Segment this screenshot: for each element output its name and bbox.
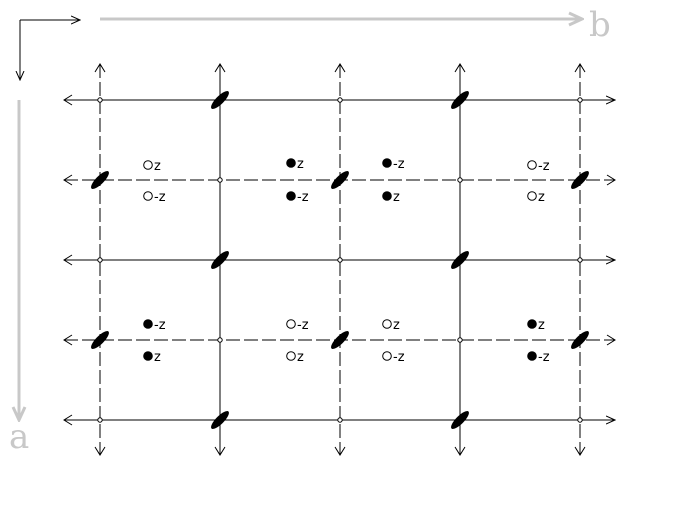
b-axis: b xyxy=(100,5,611,45)
atom-position: z xyxy=(382,190,400,205)
inversion-centre xyxy=(457,177,463,183)
atom-position: -z xyxy=(143,318,166,333)
open-circle-icon xyxy=(143,160,153,170)
height-label: -z xyxy=(393,350,405,365)
atom-position: z xyxy=(286,157,304,172)
inversion-centre xyxy=(97,417,103,423)
filled-circle-icon xyxy=(527,319,537,329)
atom-position: z xyxy=(143,350,161,365)
atom-position: z xyxy=(527,190,545,205)
height-label: z xyxy=(154,350,161,365)
origin-marker xyxy=(20,20,80,80)
filled-circle-icon xyxy=(286,158,296,168)
screw-axis-symbol xyxy=(91,171,109,189)
atom-position: -z xyxy=(143,190,166,205)
height-label: -z xyxy=(154,318,166,333)
filled-circle-icon xyxy=(382,158,392,168)
inversion-centre xyxy=(577,97,583,103)
symmetry-elements xyxy=(91,91,589,429)
screw-axis-symbol xyxy=(91,331,109,349)
atom-position: z xyxy=(382,318,400,333)
screw-axis-symbol xyxy=(451,91,469,109)
atom-position: -z xyxy=(527,350,550,365)
atom-position: -z xyxy=(286,318,309,333)
b-axis-label: b xyxy=(589,5,611,45)
a-axis-label: a xyxy=(9,417,29,457)
filled-circle-icon xyxy=(286,191,296,201)
inversion-centre xyxy=(577,417,583,423)
filled-circle-icon xyxy=(382,191,392,201)
height-label: z xyxy=(154,159,161,174)
screw-axis-symbol xyxy=(571,171,589,189)
height-label: z xyxy=(297,350,304,365)
screw-axis-symbol xyxy=(331,171,349,189)
height-label: -z xyxy=(297,190,309,205)
inversion-centre xyxy=(337,257,343,263)
atom-position: z xyxy=(143,159,161,174)
open-circle-icon xyxy=(286,351,296,361)
atom-position: -z xyxy=(527,159,550,174)
height-label: -z xyxy=(297,318,309,333)
a-axis: a xyxy=(9,100,29,457)
height-label: z xyxy=(297,157,304,172)
screw-axis-symbol xyxy=(451,411,469,429)
inversion-centre xyxy=(217,337,223,343)
open-circle-icon xyxy=(143,191,153,201)
filled-circle-icon xyxy=(143,319,153,329)
inversion-centre xyxy=(457,337,463,343)
inversion-centre xyxy=(337,97,343,103)
height-label: z xyxy=(393,318,400,333)
height-label: -z xyxy=(393,157,405,172)
screw-axis-symbol xyxy=(211,91,229,109)
inversion-centre xyxy=(217,177,223,183)
atom-position: -z xyxy=(382,350,405,365)
inversion-centre xyxy=(97,257,103,263)
height-label: -z xyxy=(154,190,166,205)
height-label: -z xyxy=(538,350,550,365)
inversion-centre xyxy=(97,97,103,103)
height-label: z xyxy=(393,190,400,205)
filled-circle-icon xyxy=(143,351,153,361)
atom-position: z xyxy=(286,350,304,365)
screw-axis-symbol xyxy=(331,331,349,349)
open-circle-icon xyxy=(382,351,392,361)
atom-positions: z -z z -z -z z -z z -z z -z z z -z z -z xyxy=(143,157,550,365)
atom-position: -z xyxy=(382,157,405,172)
open-circle-icon xyxy=(286,319,296,329)
height-label: -z xyxy=(538,159,550,174)
inversion-centre xyxy=(337,417,343,423)
screw-axis-symbol xyxy=(571,331,589,349)
open-circle-icon xyxy=(527,191,537,201)
screw-axis-symbol xyxy=(451,251,469,269)
open-circle-icon xyxy=(382,319,392,329)
screw-axis-symbol xyxy=(211,411,229,429)
open-circle-icon xyxy=(527,160,537,170)
inversion-centre xyxy=(577,257,583,263)
height-label: z xyxy=(538,190,545,205)
height-label: z xyxy=(538,318,545,333)
screw-axis-symbol xyxy=(211,251,229,269)
filled-circle-icon xyxy=(527,351,537,361)
atom-position: z xyxy=(527,318,545,333)
atom-position: -z xyxy=(286,190,309,205)
